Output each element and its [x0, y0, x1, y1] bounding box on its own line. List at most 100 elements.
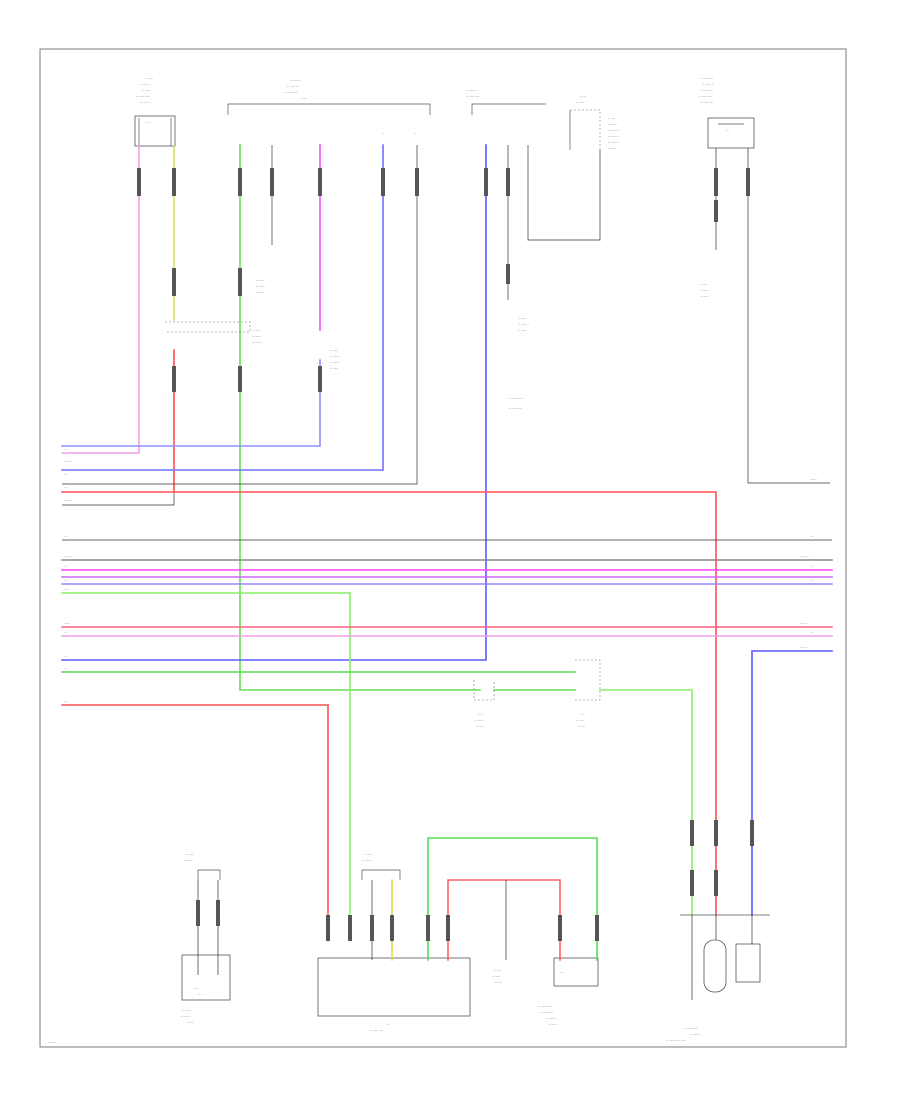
svg-text:···: ··· — [810, 565, 813, 569]
svg-text:·······: ······· — [476, 725, 484, 729]
svg-text:······: ······ — [608, 117, 615, 121]
splice-box-upper — [165, 321, 251, 333]
svg-text:·········: ········· — [608, 135, 619, 139]
bus-lines — [61, 539, 833, 916]
svg-text:·········: ········· — [140, 101, 151, 105]
svg-text:·: · — [316, 132, 317, 136]
svg-text:·········: ········· — [252, 341, 263, 345]
wire-pink-top-left — [61, 145, 140, 454]
svg-text:···: ··· — [64, 667, 67, 671]
top-connector-group-2: ·········· ··········· · · · — [466, 89, 546, 136]
svg-text:············: ············ — [538, 1005, 552, 1009]
svg-text:·: · — [528, 132, 529, 136]
svg-text:······: ······ — [494, 969, 501, 973]
svg-text:········: ········ — [362, 859, 372, 863]
svg-text:···: ··· — [64, 655, 67, 659]
svg-text:·········: ········· — [608, 141, 619, 145]
svg-text:·······: ······· — [576, 101, 584, 105]
middle-splice-1: ···· ········ ······· — [473, 680, 561, 729]
svg-text:········: ········ — [252, 335, 262, 339]
svg-text:···: ··· — [810, 535, 813, 539]
svg-text:···: ··· — [64, 631, 67, 635]
bottom-small-module: ··· ············ ··········· ········· ·… — [538, 957, 599, 1027]
svg-text:·······: ······· — [186, 1021, 194, 1025]
svg-text:·······: ······· — [810, 478, 817, 482]
svg-text:·············: ············· — [508, 397, 524, 401]
bottom-ecu: ··· ··········· ······· ········ — [317, 853, 471, 1033]
bottom-right-component: ············ ········· ················· — [666, 914, 770, 1043]
wire-dark-top-right-2 — [747, 148, 830, 484]
svg-text:····: ···· — [478, 713, 483, 717]
wire-red-bottom-loop — [447, 879, 561, 961]
svg-text:········: ········ — [256, 285, 266, 289]
svg-text:····: ···· — [580, 713, 585, 717]
svg-text:···········: ··········· — [700, 101, 713, 105]
svg-text:······: ······ — [64, 588, 70, 592]
svg-text:······: ······ — [578, 725, 585, 729]
top-left-component: ······· ········· ······· ············ ·… — [134, 77, 176, 147]
svg-text:·········: ········· — [290, 79, 301, 83]
svg-text:········: ········ — [182, 1009, 192, 1013]
wire-dark-bus-6 — [62, 492, 175, 506]
svg-text:············: ············ — [508, 407, 522, 411]
splice-labels-upper: ······· ········ ········· ······· ·····… — [252, 279, 710, 411]
svg-text:·······: ······· — [364, 853, 372, 857]
wire-blue-conn2 — [61, 144, 487, 661]
svg-text:···: ··· — [64, 486, 67, 490]
svg-text:········: ········ — [64, 499, 73, 503]
svg-text:············: ············ — [698, 95, 712, 99]
middle-splice-2: ···· ······· ······ — [559, 659, 601, 729]
svg-text:···: ··· — [64, 473, 67, 477]
footer-code: ······· — [48, 1041, 56, 1045]
top-right-component: ··········· ·········· ··········· ·····… — [698, 77, 755, 149]
wire-violet-conn1-lower — [61, 359, 321, 447]
svg-text:·······: ······· — [256, 291, 264, 295]
svg-text:········: ········ — [548, 1023, 558, 1027]
svg-text:···: ··· — [64, 448, 67, 452]
svg-text:···········: ··········· — [700, 89, 713, 93]
svg-text:···: ··· — [810, 631, 813, 635]
svg-text:···: ··· — [64, 700, 67, 704]
svg-text:·: · — [506, 132, 507, 136]
svg-text:··: ·· — [414, 132, 416, 136]
wire-green-bottom-loop — [427, 837, 598, 961]
svg-text:·····: ····· — [580, 95, 586, 99]
svg-text:··········: ·········· — [608, 129, 620, 133]
svg-text:··········: ·········· — [702, 83, 714, 87]
wire-red-bus — [61, 491, 717, 916]
svg-text:············: ············ — [136, 95, 150, 99]
top-switch-component: ····· ······· ······ ········ ··········… — [569, 95, 620, 151]
svg-text:·: · — [238, 132, 239, 136]
svg-text:········: ········ — [474, 719, 484, 723]
svg-text:·······: ······· — [186, 853, 194, 857]
svg-text:········: ········ — [700, 289, 710, 293]
svg-text:········: ········ — [608, 123, 618, 127]
svg-text:·······: ······· — [252, 329, 260, 333]
bus-labels-left: ··· ······· ··· ··· ········ ··· ·······… — [64, 448, 73, 704]
svg-text:·········: ········· — [518, 323, 529, 327]
diagram-frame — [39, 48, 847, 1048]
svg-text:·······: ······· — [142, 89, 150, 93]
svg-text:·········: ········· — [546, 1017, 557, 1021]
svg-text:···········: ··········· — [370, 1029, 383, 1033]
svg-text:···: ··· — [198, 993, 202, 997]
svg-text:···········: ··········· — [700, 77, 713, 81]
svg-text:·········: ········· — [180, 1015, 191, 1019]
svg-text:···: ··· — [386, 1023, 390, 1027]
wire-dark-conn1-right — [62, 145, 418, 485]
wire-dark-loop — [527, 145, 601, 241]
svg-text:···: ··· — [726, 129, 730, 133]
svg-text:·······: ······· — [330, 367, 338, 371]
svg-text:·······: ······· — [800, 646, 807, 650]
svg-text:···: ··· — [810, 579, 813, 583]
connector-pins — [137, 168, 754, 941]
svg-text:········: ········ — [330, 361, 340, 365]
svg-text:·······: ······· — [64, 460, 71, 464]
svg-text:······: ······ — [300, 97, 307, 101]
svg-text:········: ········ — [64, 555, 73, 559]
bottom-ground-label: ······ ······· ······· — [492, 969, 502, 985]
svg-text:············: ············ — [684, 1027, 698, 1031]
svg-text:········: ········ — [184, 859, 194, 863]
svg-text:···: ··· — [64, 565, 67, 569]
wire-green-conn1 — [239, 144, 481, 691]
